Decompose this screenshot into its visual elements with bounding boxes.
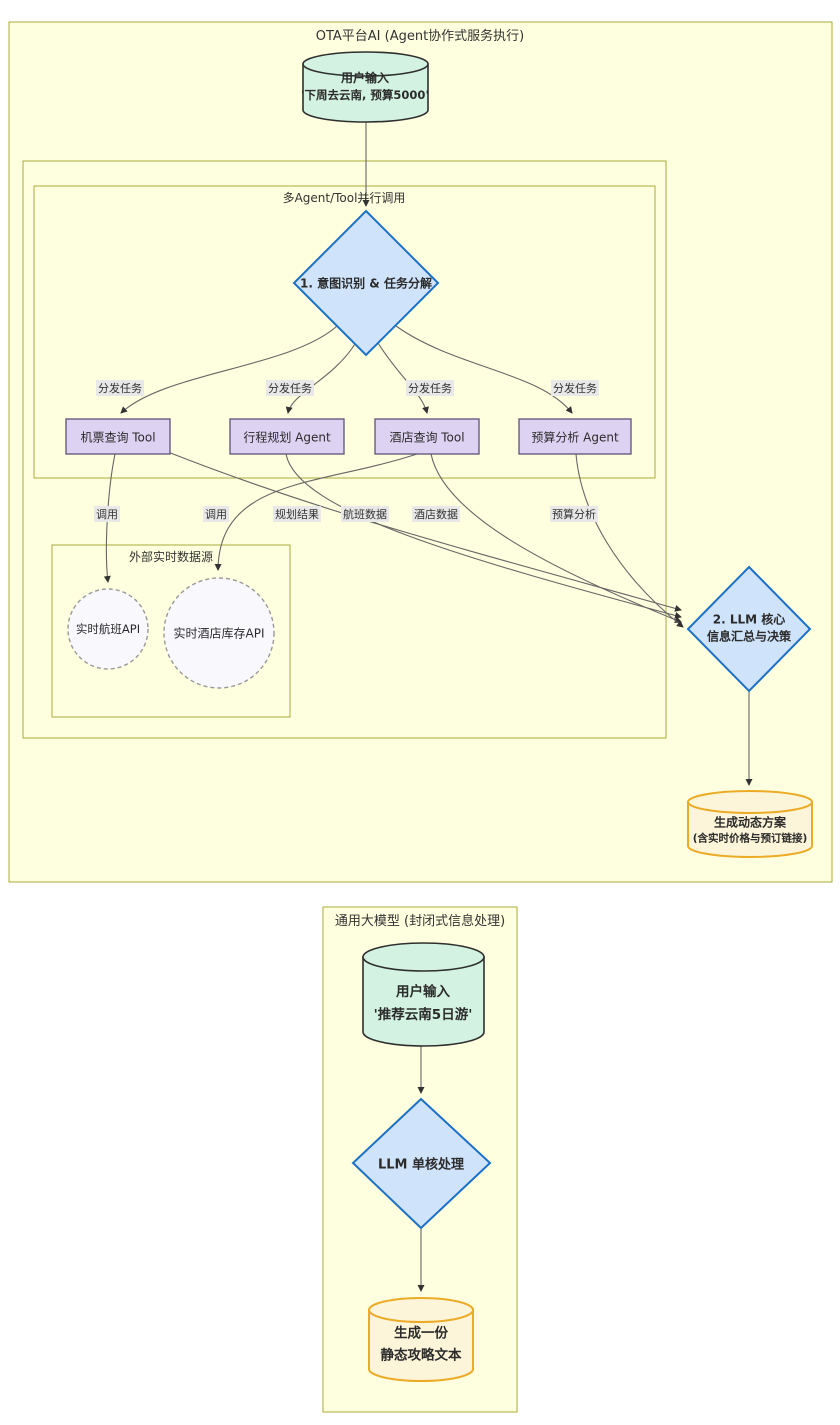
hotel-tool-node — [374, 418, 480, 455]
flight-api-label: 实时航班API — [75, 622, 141, 636]
budget-agent-node — [518, 418, 632, 455]
user-input-node-label: 用户输入 '下周去云南, 预算5000' — [301, 70, 429, 104]
edge-label-dispatch-2: 分发任务 — [266, 380, 314, 396]
budget-agent-label: 预算分析 Agent — [531, 430, 619, 445]
parallel-subgraph-title: 多Agent/Tool并行调用 — [282, 191, 406, 205]
llm-core-line1: 2. LLM 核心 — [712, 612, 786, 627]
edge-hotel-data-to-llm — [430, 453, 682, 623]
intent-diamond-label: 1. 意图识别 & 任务分解 — [300, 276, 432, 291]
hotel-tool-label: 酒店查询 Tool — [389, 430, 465, 445]
intent-decomposition-diamond — [292, 209, 440, 357]
llm-single-label: LLM 单核处理 — [377, 1157, 465, 1173]
dynamic-plan-line2: (含实时价格与预订链接) — [692, 832, 808, 845]
user-input-line2: '下周去云南, 预算5000' — [301, 88, 429, 103]
edge-plan-result-to-llm — [285, 453, 682, 619]
flight-api-circle — [67, 588, 149, 670]
llm-single-diamond — [351, 1097, 492, 1230]
static-guide-line1: 生成一份 — [394, 1325, 448, 1342]
edge-label-dispatch-1: 分发任务 — [96, 380, 144, 396]
llm-core-diamond — [686, 565, 812, 693]
edge-label-call-1: 调用 — [94, 506, 120, 522]
edge-label-budget-analysis: 预算分析 — [550, 506, 598, 522]
edge-label-dispatch-4: 分发任务 — [551, 380, 599, 396]
ota-section-title: OTA平台AI (Agent协作式服务执行) — [315, 29, 525, 44]
user-input2-line2: '推荐云南5日游' — [373, 1007, 473, 1023]
edge-dispatch-flight-tool — [120, 325, 338, 414]
static-guide-line2: 静态攻略文本 — [380, 1347, 462, 1363]
user-input-cylinder — [302, 51, 429, 123]
edge-label-plan-result: 规划结果 — [273, 506, 321, 522]
flight-tool-node — [65, 418, 171, 455]
hotel-api-label: 实时酒店库存API — [173, 626, 265, 641]
edge-dispatch-itinerary-agent — [285, 343, 356, 414]
edge-label-dispatch-3: 分发任务 — [406, 380, 454, 396]
dynamic-plan-cylinder — [687, 790, 813, 858]
itinerary-agent-node — [229, 418, 345, 455]
user-input-line1: 用户输入 — [340, 70, 390, 85]
static-guide-label: 生成一份 静态攻略文本 — [381, 1323, 462, 1366]
edge-label-hotel-data: 酒店数据 — [412, 506, 460, 522]
external-data-subgraph-title: 外部实时数据源 — [128, 550, 214, 564]
static-guide-cylinder — [368, 1297, 474, 1382]
hotel-api-circle — [163, 577, 275, 689]
user-input2-cylinder — [362, 942, 485, 1047]
edge-label-call-2: 调用 — [203, 506, 229, 522]
edge-label-flight-data: 航班数据 — [341, 506, 389, 522]
user-input2-node-label: 用户输入 '推荐云南5日游' — [374, 981, 473, 1027]
edge-budget-analysis-to-llm — [575, 453, 684, 628]
edge-call-hotel-api — [214, 453, 418, 571]
generic-llm-section-title: 通用大模型 (封闭式信息处理) — [334, 914, 506, 929]
edge-flight-data-to-llm — [167, 451, 682, 612]
edge-dispatch-budget-agent — [395, 325, 573, 414]
itinerary-agent-label: 行程规划 Agent — [243, 430, 331, 445]
flight-tool-label: 机票查询 Tool — [80, 430, 156, 445]
user-input2-line1: 用户输入 — [395, 984, 450, 1001]
dynamic-plan-line1: 生成动态方案 — [713, 815, 787, 830]
llm-core-line2: 信息汇总与决策 — [706, 630, 792, 644]
llm-core-label: 2. LLM 核心 信息汇总与决策 — [707, 612, 791, 647]
dynamic-plan-label: 生成动态方案 (含实时价格与预订链接) — [693, 814, 808, 845]
